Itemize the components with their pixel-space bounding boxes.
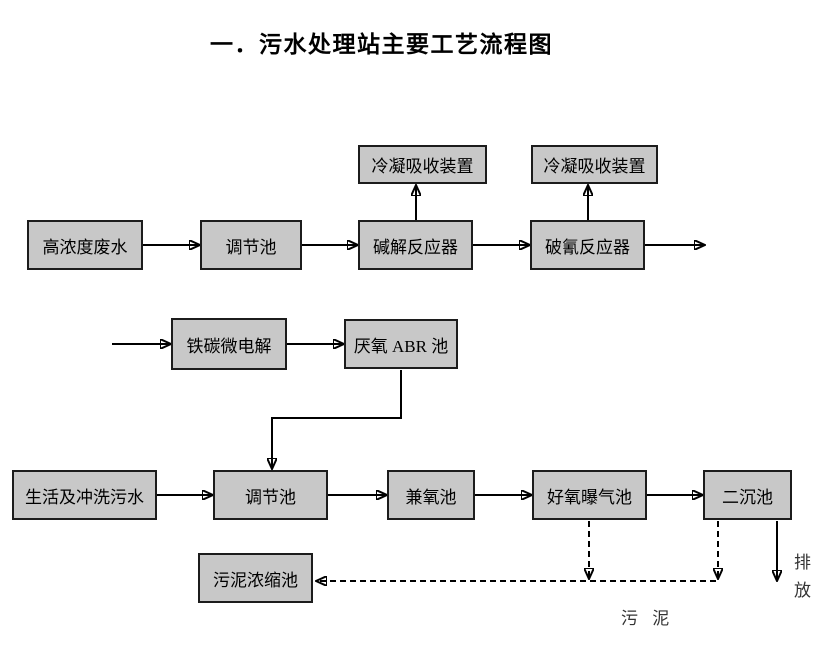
node-iron-carbon-micro-electrolysis: 铁碳微电解 [171, 318, 287, 370]
node-condensation-absorber-left: 冷凝吸收装置 [358, 145, 487, 184]
node-condensation-absorber-right: 冷凝吸收装置 [531, 145, 658, 184]
sludge-label: 污 泥 [621, 609, 675, 628]
discharge-label: 排放 [794, 553, 811, 600]
node-regulation-pool-bottom: 调节池 [213, 470, 328, 520]
node-regulation-pool-top: 调节池 [200, 220, 302, 270]
arrow-abr-to-regulation-bottom [272, 370, 402, 469]
node-anaerobic-abr-pool: 厌氧 ABR 池 [344, 319, 458, 369]
node-high-concentration-wastewater: 高浓度废水 [27, 220, 143, 270]
node-secondary-sedimentation-pool: 二沉池 [703, 470, 792, 520]
node-alkaline-hydrolysis-reactor: 碱解反应器 [358, 220, 473, 270]
node-facultative-pool: 兼氧池 [387, 470, 475, 520]
node-cyanide-breaking-reactor: 破氰反应器 [530, 220, 645, 270]
node-sludge-thickening-pool: 污泥浓缩池 [198, 553, 313, 603]
node-domestic-flushing-sewage: 生活及冲洗污水 [12, 470, 157, 520]
node-aerobic-aeration-pool: 好氧曝气池 [532, 470, 647, 520]
diagram-title: 一．污水处理站主要工艺流程图 [210, 31, 553, 57]
